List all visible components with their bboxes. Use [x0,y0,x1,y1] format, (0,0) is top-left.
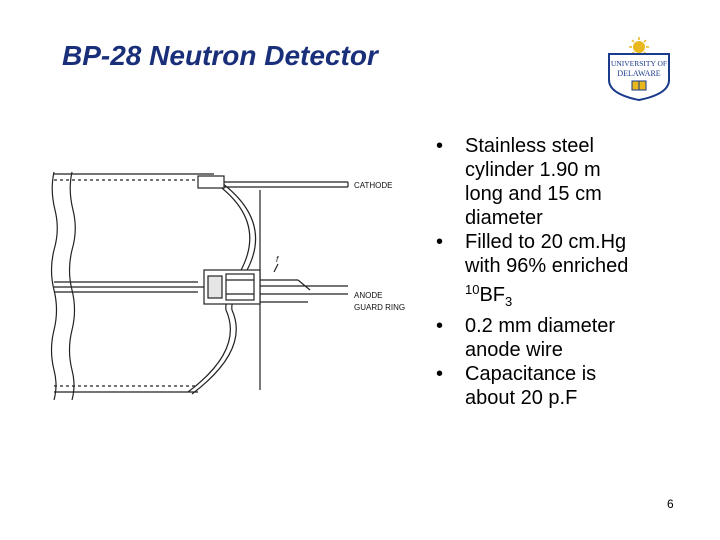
sun-icon [629,37,649,55]
bullet-item: • Capacitance is about 20 p.F [436,362,706,410]
anode-label: ANODE [354,291,382,300]
bullet-item: • Filled to 20 cm.Hg with 96% enriched 1… [436,230,706,314]
bullet-line: about 20 p.F [465,387,578,409]
isotope-subscript: 3 [505,294,513,309]
isotope-mass-number: 10 [465,282,480,297]
logo-line1: UNIVERSITY OF [611,59,667,68]
bullet-line: Filled to 20 cm.Hg [465,231,627,253]
guard-ring-label: GUARD RING [354,303,405,312]
bullet-line: Stainless steel [465,135,594,157]
bullet-item: • 0.2 mm diameter anode wire [436,314,706,362]
bullet-list: • Stainless steel cylinder 1.90 m long a… [436,134,706,410]
bullet-line: long and 15 cm [465,183,602,205]
cathode-label: CATHODE [354,181,393,190]
break-line-inner [68,171,76,401]
bullet-marker: • [436,363,444,385]
university-logo: UNIVERSITY OF DELAWARE [608,37,670,102]
bullet-line: cylinder 1.90 m [465,159,601,181]
isotope-symbol: BF [479,284,506,306]
page-number: 6 [667,497,674,511]
slide-title: BP-28 Neutron Detector [62,40,378,71]
bullet-line: 0.2 mm diameter [465,315,616,337]
logo-line2: DELAWARE [617,69,660,78]
shield-icon [608,53,670,102]
bullet-line: with 96% enriched [465,255,629,277]
detector-diagram: CATHODE ANODE GUARD RING f [50,171,405,401]
bullet-marker: • [436,231,444,253]
bullet-marker: • [436,135,444,157]
bullet-line: diameter [465,207,543,229]
cathode-connector [197,175,225,189]
bullet-marker: • [436,315,444,337]
bullet-item: • Stainless steel cylinder 1.90 m long a… [436,134,706,230]
bullet-line: anode wire [465,339,563,361]
marker-label: f [276,255,279,264]
isotope-formula: 10BF3 [465,278,706,314]
break-line-outer [50,171,58,401]
bullet-line: Capacitance is [465,363,597,385]
